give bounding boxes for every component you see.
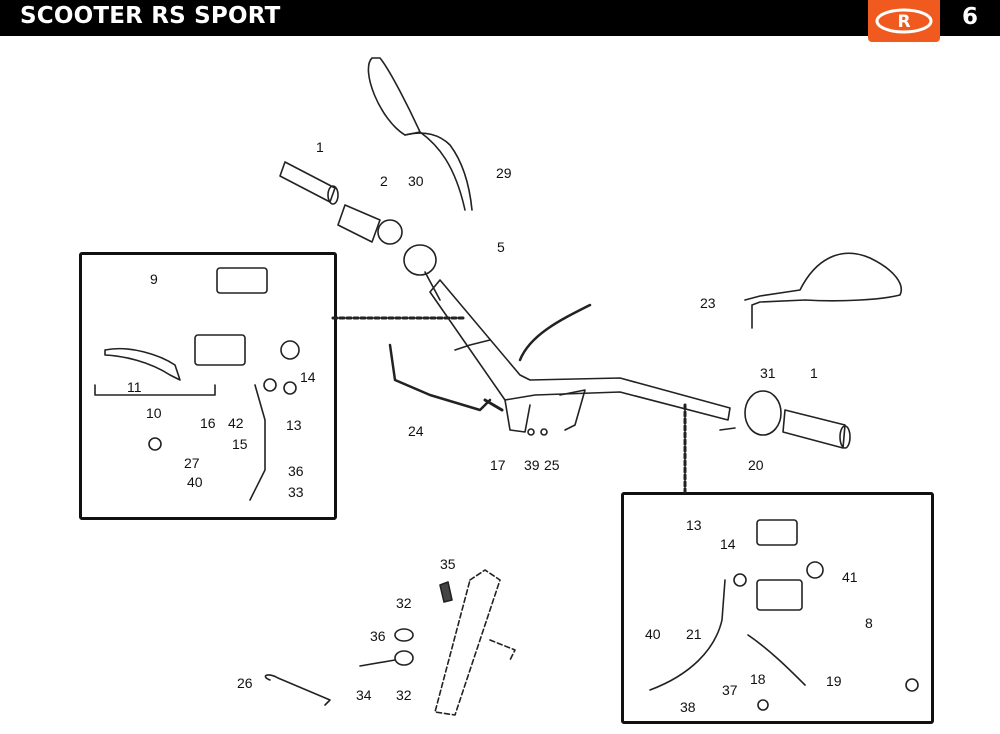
- callout-26: 26: [237, 675, 253, 691]
- callout-38: 38: [680, 699, 696, 715]
- switch-left: [403, 244, 437, 276]
- cable-upper: [518, 303, 592, 362]
- callout-15: 15: [232, 436, 248, 452]
- callout-19: 19: [826, 673, 842, 689]
- frame-headtube: [434, 569, 501, 716]
- callout-1-left: 1: [316, 139, 324, 155]
- right-brake-detail-panel: [621, 492, 934, 724]
- logo-letter: R: [897, 12, 910, 32]
- callout-14-right: 14: [720, 536, 736, 552]
- callout-36-bottom: 36: [370, 628, 386, 644]
- callout-10: 10: [146, 405, 162, 421]
- callout-9: 9: [150, 271, 158, 287]
- callout-32-bottom: 32: [396, 687, 412, 703]
- master-cylinder-left: [194, 334, 246, 366]
- callout-25: 25: [544, 457, 560, 473]
- callout-29: 29: [496, 165, 512, 181]
- handlebar: [429, 279, 731, 421]
- callout-13-right: 13: [686, 517, 702, 533]
- callout-16: 16: [200, 415, 216, 431]
- callout-1-right: 1: [810, 365, 818, 381]
- brake-lever-right: [747, 634, 806, 686]
- cable-24: [388, 343, 492, 412]
- callout-32-top: 32: [396, 595, 412, 611]
- callout-11: 11: [127, 379, 142, 395]
- header-bar: SCOOTER RS SPORT R 6: [0, 0, 1000, 42]
- callout-39: 39: [524, 457, 540, 473]
- reservoir-cap-left: [216, 267, 268, 294]
- callout-5: 5: [497, 239, 505, 255]
- master-cylinder-right: [756, 579, 803, 611]
- callout-40-left: 40: [187, 474, 203, 490]
- left-brake-detail-panel: [79, 252, 337, 520]
- callout-8: 8: [865, 615, 873, 631]
- callout-41: 41: [842, 569, 858, 585]
- clip-35: [439, 581, 453, 603]
- callout-20: 20: [748, 457, 764, 473]
- callout-30: 30: [408, 173, 424, 189]
- logo-oval-icon: R: [875, 8, 933, 34]
- brand-logo: R: [868, 0, 940, 42]
- switch-right: [744, 390, 782, 436]
- callout-42: 42: [228, 415, 244, 431]
- callout-34: 34: [356, 687, 372, 703]
- callout-36-left: 36: [288, 463, 304, 479]
- callout-21: 21: [686, 626, 702, 642]
- bracket-10: [94, 384, 216, 396]
- mirror-right: [744, 252, 902, 329]
- throttle-sleeve: [337, 204, 381, 243]
- clip-26: [264, 674, 331, 706]
- callout-31: 31: [760, 365, 776, 381]
- callout-35: 35: [440, 556, 456, 572]
- grip-left: [279, 161, 336, 203]
- page-title: SCOOTER RS SPORT: [20, 3, 281, 29]
- brake-hose-right: [649, 579, 726, 691]
- grip-right: [782, 409, 846, 449]
- callout-23: 23: [700, 295, 716, 311]
- callout-24: 24: [408, 423, 424, 439]
- page-number: 6: [962, 4, 979, 30]
- brake-hose-left: [249, 384, 266, 501]
- callout-27: 27: [184, 455, 200, 471]
- callout-13-left: 13: [286, 417, 302, 433]
- mirror-left: [367, 57, 421, 136]
- reservoir-cap-right: [756, 519, 798, 546]
- callout-37: 37: [722, 682, 738, 698]
- callout-14-left: 14: [300, 369, 316, 385]
- callout-17: 17: [490, 457, 506, 473]
- brake-lever-left: [104, 347, 181, 381]
- callout-18: 18: [750, 671, 766, 687]
- callout-33: 33: [288, 484, 304, 500]
- callout-40-right: 40: [645, 626, 661, 642]
- callout-2: 2: [380, 173, 388, 189]
